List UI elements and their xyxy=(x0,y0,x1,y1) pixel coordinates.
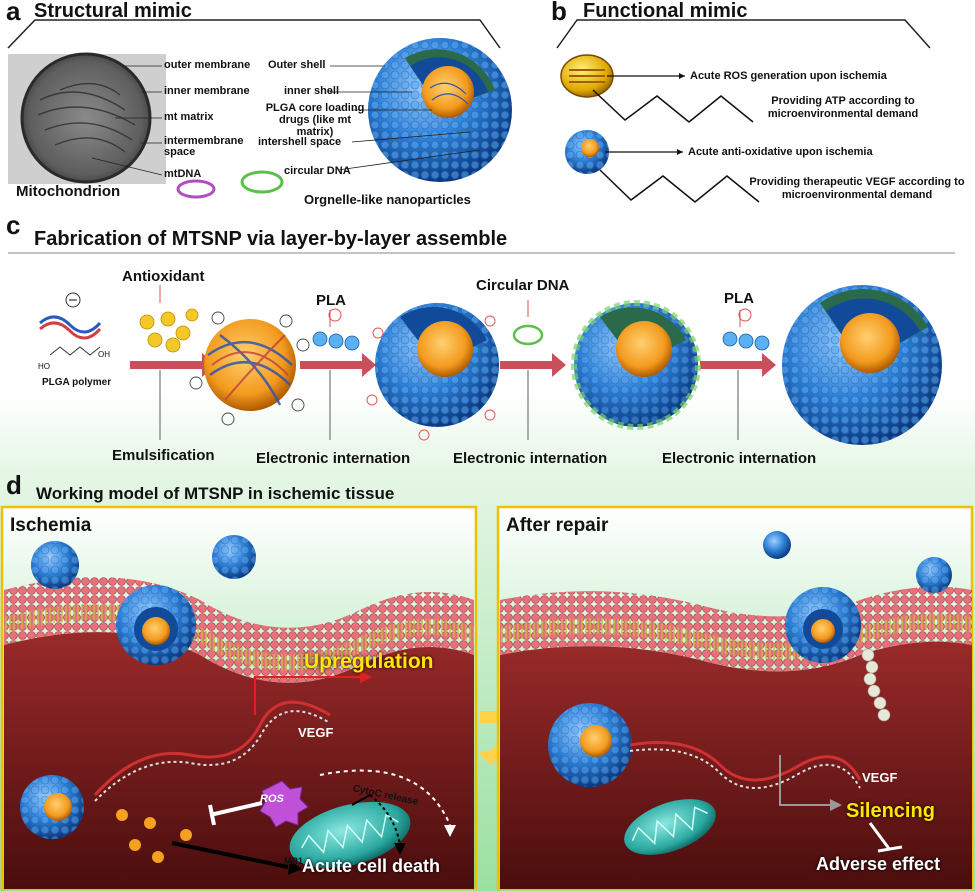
panel-d-title: Working model of MTSNP in ischemic tissu… xyxy=(36,484,395,503)
step-circular-dna-label: Circular DNA xyxy=(476,277,570,294)
label-inner-shell: inner shell xyxy=(284,85,340,97)
label-mt-matrix: mt matrix xyxy=(164,111,214,123)
label-intershell-space: intershell space xyxy=(258,136,342,148)
providing-vegf-label: Providing therapeutic VEGF according to … xyxy=(749,176,965,201)
ischemia-panel xyxy=(0,505,478,891)
step-electronic-3-label: Electronic internation xyxy=(662,450,817,467)
ischemia-title: Ischemia xyxy=(10,515,92,536)
panel-a-bracket xyxy=(7,19,501,49)
chem-label-oh: OH xyxy=(98,350,110,359)
step-pla-label-1: PLA xyxy=(316,292,346,309)
step-antioxidant-label: Antioxidant xyxy=(122,268,205,285)
adverse-effect-label: Adverse effect xyxy=(816,854,941,874)
panel-c-title: Fabrication of MTSNP via layer-by-layer … xyxy=(34,228,508,250)
panel-a-diagram xyxy=(7,19,512,199)
nanoparticle-caption: Orgnelle-like nanoparticles xyxy=(304,192,471,207)
vegf-label-right: VEGF xyxy=(862,770,898,785)
acute-antioxidative-label: Acute anti-oxidative upon ischemia xyxy=(688,146,873,158)
upregulation-label: Upregulation xyxy=(304,650,434,673)
label-mtdna: mtDNA xyxy=(164,168,202,180)
step-pla-label-2: PLA xyxy=(724,290,754,307)
panel-d-scene xyxy=(0,505,974,891)
step-emulsification-label: Emulsification xyxy=(112,447,215,464)
label-intermembrane-space: intermembrane space xyxy=(164,135,244,158)
label-circular-dna: circular DNA xyxy=(284,165,351,177)
mitochondrion-caption: Mitochondrion xyxy=(16,183,121,200)
step-electronic-1-label: Electronic internation xyxy=(256,450,411,467)
after-repair-title: After repair xyxy=(506,515,609,536)
emulsified-core xyxy=(204,319,296,411)
silencing-label: Silencing xyxy=(846,800,935,822)
step-electronic-2-label: Electronic internation xyxy=(453,450,608,467)
providing-atp-label: Providing ATP according to microenvironm… xyxy=(767,95,919,120)
panel-b-letter: b xyxy=(551,0,567,26)
panel-b-diagram xyxy=(556,19,931,203)
acute-ros-label: Acute ROS generation upon ischemia xyxy=(690,70,887,82)
label-outer-membrane: outer membrane xyxy=(164,59,251,71)
panel-a-title: Structural mimic xyxy=(34,0,192,22)
mr1-label: MR1 xyxy=(284,856,304,866)
panel-a-letter: a xyxy=(6,0,21,26)
after-repair-panel xyxy=(496,505,974,891)
panel-b-title: Functional mimic xyxy=(583,0,748,22)
panel-c-letter: c xyxy=(6,210,21,240)
acute-cell-death-label: Acute cell death xyxy=(302,856,441,876)
label-outer-shell: Outer shell xyxy=(268,59,326,71)
label-inner-membrane: inner membrane xyxy=(164,85,250,97)
chem-label-ho: HO xyxy=(38,362,50,371)
plga-polymer-label: PLGA polymer xyxy=(42,377,112,388)
ros-label: ROS xyxy=(260,793,284,805)
panel-d-letter: d xyxy=(6,470,22,500)
label-plga-core: PLGA core loading drugs (like mt matrix) xyxy=(265,102,365,138)
vegf-label-left: VEGF xyxy=(298,725,334,740)
panel-c-diagram xyxy=(8,252,955,445)
